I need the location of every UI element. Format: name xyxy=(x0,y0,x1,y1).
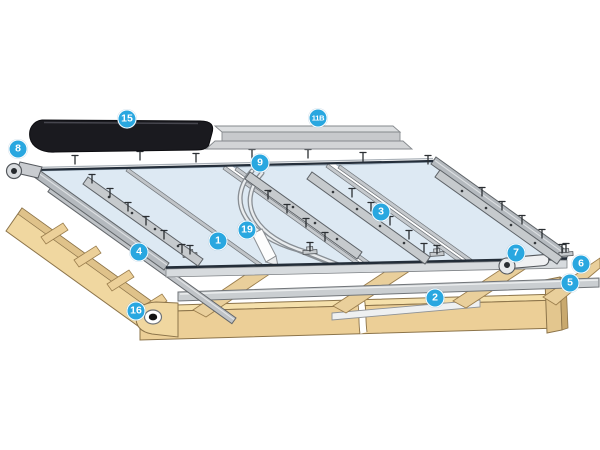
callout-cover-strip: 3 xyxy=(371,202,391,222)
support-bar xyxy=(177,277,600,302)
cover-strip-3 xyxy=(306,171,431,265)
flashing-profile xyxy=(204,125,414,150)
bottom-sill xyxy=(165,257,568,278)
cover-strip-4 xyxy=(434,169,563,265)
wood-frame xyxy=(5,207,600,341)
cover-strip-1 xyxy=(82,176,204,267)
callout-rubber-end-cover: 15 xyxy=(117,109,137,129)
cover-strip-2 xyxy=(244,171,363,260)
callout-side-rail: 4 xyxy=(129,242,149,262)
callout-top-edge-seal: 9 xyxy=(250,153,270,173)
corner-bracket xyxy=(5,161,43,180)
corner-piece xyxy=(135,301,179,338)
callout-support-bar: 5 xyxy=(560,273,580,293)
callout-edge-clip: 6 xyxy=(571,254,591,274)
callout-flashing-profile: 11B xyxy=(308,108,328,128)
drain-grommet xyxy=(143,309,163,325)
callout-lower-bar: 2 xyxy=(425,288,445,308)
callout-sealant-tube: 19 xyxy=(237,220,257,240)
callout-glass-panel: 1 xyxy=(208,231,228,251)
sealant-tube xyxy=(251,228,279,267)
top-edge-seal xyxy=(31,157,434,172)
rubber-end-cover xyxy=(29,119,214,153)
callout-drain-grommet: 16 xyxy=(126,301,146,321)
cover-strips xyxy=(82,169,563,267)
callout-locking-handle: 7 xyxy=(506,243,526,263)
callout-corner-bracket: 8 xyxy=(8,139,28,159)
